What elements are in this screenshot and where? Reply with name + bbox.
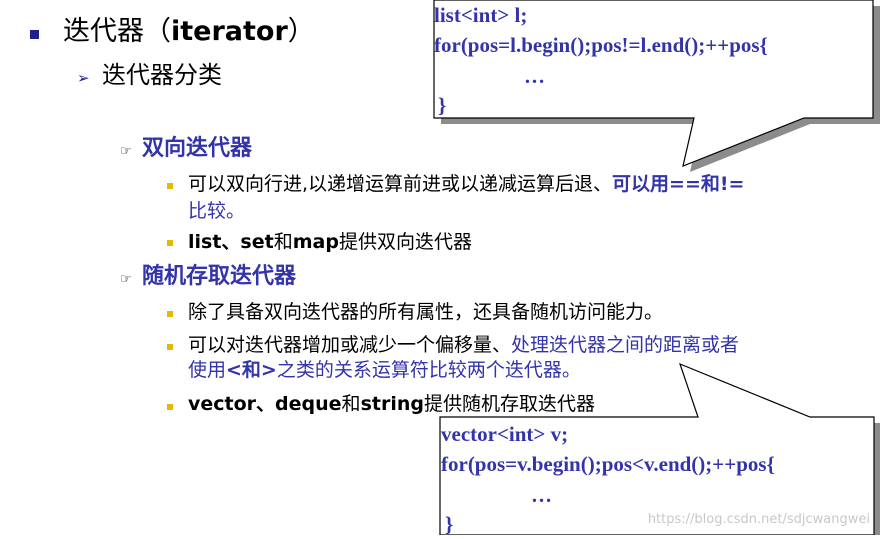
watermark: https://blog.csdn.net/sdjcwangwei — [647, 512, 870, 527]
bidirectional-point-1-cont: 比较。 — [188, 200, 246, 222]
square-bullet-icon — [167, 344, 173, 350]
square-bullet-icon — [167, 311, 173, 317]
random-access-point-3: vector、deque和string提供随机存取迭代器 — [188, 393, 595, 415]
vector-code-line-1: vector<int> v; — [441, 422, 569, 446]
list-callout-box — [433, 0, 874, 167]
pointing-hand-icon: ☞ — [120, 144, 132, 159]
square-bullet-icon — [167, 404, 173, 410]
list-code-line-1: list<int> l; — [434, 3, 528, 27]
list-code-line-4: } — [438, 93, 447, 117]
random-access-point-2-cont: 使用<和>之类的关系运算符比较两个迭代器。 — [188, 359, 581, 381]
page-title: 迭代器（iterator） — [63, 16, 315, 47]
list-code-line-2: for(pos=l.begin();pos!=l.end();++pos{ — [434, 33, 768, 57]
subtitle: 迭代器分类 — [102, 61, 222, 89]
vector-callout-box — [439, 362, 875, 535]
random-access-heading: 随机存取迭代器 — [142, 264, 297, 289]
random-access-point-1: 除了具备双向迭代器的所有属性，还具备随机访问能力。 — [188, 301, 664, 323]
vector-code-line-3: … — [531, 483, 552, 507]
pointing-hand-icon: ☞ — [120, 272, 132, 287]
list-code-line-3: … — [524, 64, 545, 88]
vector-code-line-2: for(pos=v.begin();pos<v.end();++pos{ — [441, 452, 775, 476]
arrow-bullet-icon: ➢ — [77, 69, 90, 87]
random-access-point-2: 可以对迭代器增加或减少一个偏移量、处理迭代器之间的距离或者 — [188, 334, 740, 356]
bidirectional-point-1: 可以双向行进,以递增运算前进或以递减运算后退、可以用==和!= — [188, 173, 745, 195]
square-bullet-icon — [167, 240, 173, 246]
square-bullet-icon — [30, 30, 39, 39]
square-bullet-icon — [167, 183, 173, 189]
bidirectional-heading: 双向迭代器 — [142, 136, 253, 161]
vector-code-line-4: } — [445, 512, 454, 536]
bidirectional-point-2: list、set和map提供双向迭代器 — [188, 231, 472, 253]
